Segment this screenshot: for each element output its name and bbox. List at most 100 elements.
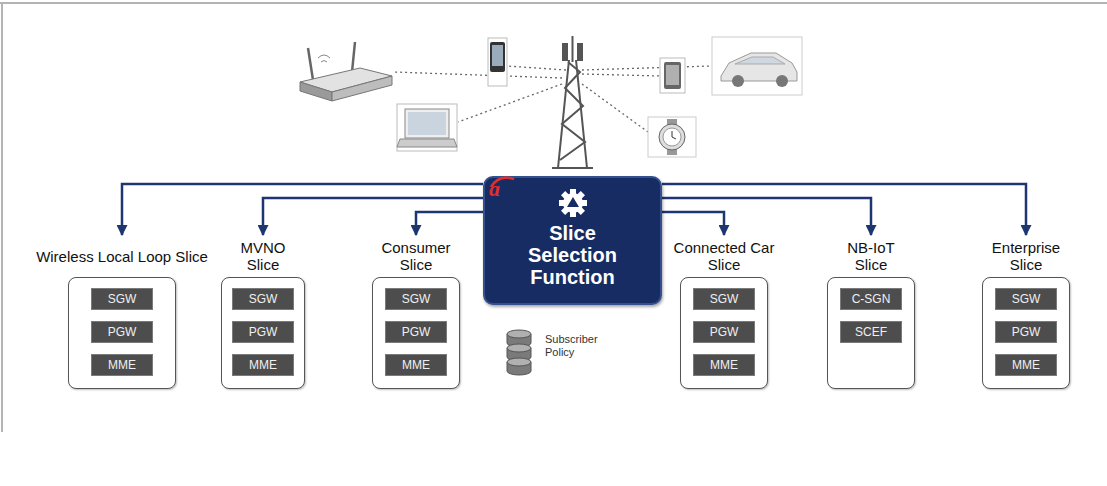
function-name: PGW bbox=[700, 325, 748, 339]
network-function-box: SGW bbox=[693, 288, 755, 310]
radio-link-part bbox=[582, 84, 648, 132]
cell-tower-part bbox=[552, 167, 593, 169]
selection-function-box: Slice Selection Function bbox=[483, 176, 662, 305]
router-icon-part bbox=[318, 55, 330, 62]
database-label: Subscriber Policy bbox=[545, 333, 607, 359]
radio-link-part bbox=[458, 84, 562, 122]
slice-group: NB-IoT SliceC-SGN SCEF bbox=[827, 238, 915, 389]
network-function-box: PGW bbox=[91, 321, 153, 343]
slice-group: Consumer SliceSGW PGW MME bbox=[372, 238, 460, 389]
network-function-box: SGW bbox=[91, 288, 153, 310]
car-icon-part bbox=[776, 75, 788, 87]
cell-tower bbox=[552, 36, 593, 168]
router-icon-part bbox=[332, 76, 392, 101]
network-function-box: SGW bbox=[995, 288, 1057, 310]
logo-letter: a bbox=[489, 178, 500, 200]
function-name: PGW bbox=[392, 325, 440, 339]
slice-box: SGW PGW MME bbox=[372, 277, 460, 389]
function-name: MME bbox=[1002, 358, 1050, 372]
function-title: Slice Selection Function bbox=[517, 222, 629, 288]
watch-icon-part bbox=[648, 117, 696, 157]
slice-box: SGW PGW MME bbox=[680, 277, 768, 389]
slice-heading: MVNO Slice bbox=[228, 238, 298, 274]
slice-arrow bbox=[662, 184, 1026, 235]
network-function-box: SCEF bbox=[840, 321, 902, 343]
function-name: SCEF bbox=[847, 325, 895, 339]
network-function-box: MME bbox=[693, 354, 755, 376]
watch-icon bbox=[648, 117, 696, 157]
slice-arrow bbox=[263, 198, 483, 235]
function-name: MME bbox=[98, 358, 146, 372]
laptop-icon-part bbox=[405, 109, 449, 138]
car-icon bbox=[712, 37, 802, 95]
watch-icon-part bbox=[659, 124, 685, 150]
radio-link-part bbox=[582, 74, 660, 76]
database-icon bbox=[507, 330, 531, 375]
cell-tower-part bbox=[576, 60, 587, 168]
function-name: MME bbox=[239, 358, 287, 372]
slice-heading: NB-IoT Slice bbox=[836, 238, 906, 274]
router-icon-part bbox=[308, 48, 313, 80]
slice-arrow bbox=[662, 212, 724, 235]
network-function-box: MME bbox=[232, 354, 294, 376]
car-icon-part bbox=[732, 75, 744, 87]
database-icon-part bbox=[507, 358, 531, 366]
slice-box: SGW PGW MME bbox=[982, 277, 1070, 389]
tablet-icon-part bbox=[666, 65, 679, 85]
network-function-box: MME bbox=[91, 354, 153, 376]
laptop-icon-part bbox=[408, 112, 446, 135]
radio-link-part bbox=[507, 66, 566, 70]
slice-heading: Enterprise Slice bbox=[986, 238, 1066, 274]
function-name: PGW bbox=[98, 325, 146, 339]
function-name: SGW bbox=[700, 292, 748, 306]
tablet-icon-part bbox=[660, 58, 685, 93]
router-icon-part bbox=[300, 82, 332, 101]
network-function-box: PGW bbox=[385, 321, 447, 343]
function-name: PGW bbox=[1002, 325, 1050, 339]
tablet-icon-part bbox=[664, 62, 681, 89]
cell-tower-part bbox=[563, 44, 567, 60]
car-icon-part bbox=[735, 57, 785, 64]
slice-group: Connected Car SliceSGW PGW MME bbox=[668, 238, 780, 389]
cell-tower-part bbox=[560, 62, 585, 160]
phone-icon-part bbox=[492, 45, 503, 66]
laptop-icon bbox=[397, 104, 457, 151]
slice-group: MVNO SliceSGW PGW MME bbox=[221, 238, 305, 389]
network-function-box: SGW bbox=[232, 288, 294, 310]
laptop-icon-part bbox=[397, 104, 457, 151]
frame-line-part bbox=[1, 3, 3, 432]
phone-icon-part bbox=[490, 42, 505, 72]
network-function-box: MME bbox=[385, 354, 447, 376]
slice-heading: Connected Car Slice bbox=[668, 238, 780, 274]
function-name: MME bbox=[700, 358, 748, 372]
slice-arrow bbox=[122, 184, 483, 235]
phone-icon bbox=[488, 38, 507, 86]
function-name: MME bbox=[392, 358, 440, 372]
slice-arrow bbox=[416, 212, 483, 235]
radio-link-part bbox=[394, 72, 562, 78]
database-icon-part bbox=[507, 344, 531, 352]
slice-arrow bbox=[662, 198, 871, 235]
frame-line bbox=[0, 3, 1107, 432]
cell-tower-part bbox=[578, 44, 582, 60]
radio-link-part bbox=[582, 66, 711, 70]
slice-box: SGW PGW MME bbox=[68, 277, 176, 389]
slice-heading: Wireless Local Loop Slice bbox=[22, 238, 222, 274]
network-function-box: SGW bbox=[385, 288, 447, 310]
tablet-icon bbox=[660, 58, 685, 93]
watch-icon-part bbox=[672, 131, 673, 137]
network-function-box: C-SGN bbox=[840, 288, 902, 310]
cell-tower-part bbox=[572, 36, 574, 62]
function-name: C-SGN bbox=[847, 292, 895, 306]
function-name: PGW bbox=[239, 325, 287, 339]
frame-line-part bbox=[0, 2, 1107, 4]
cell-tower-part bbox=[558, 60, 569, 168]
slice-heading: Consumer Slice bbox=[376, 238, 456, 274]
network-function-box: PGW bbox=[232, 321, 294, 343]
slice-group: Wireless Local Loop SliceSGW PGW MME bbox=[22, 238, 222, 389]
router-icon-part bbox=[352, 42, 355, 72]
network-function-box: PGW bbox=[995, 321, 1057, 343]
function-name: SGW bbox=[392, 292, 440, 306]
network-function-box: MME bbox=[995, 354, 1057, 376]
